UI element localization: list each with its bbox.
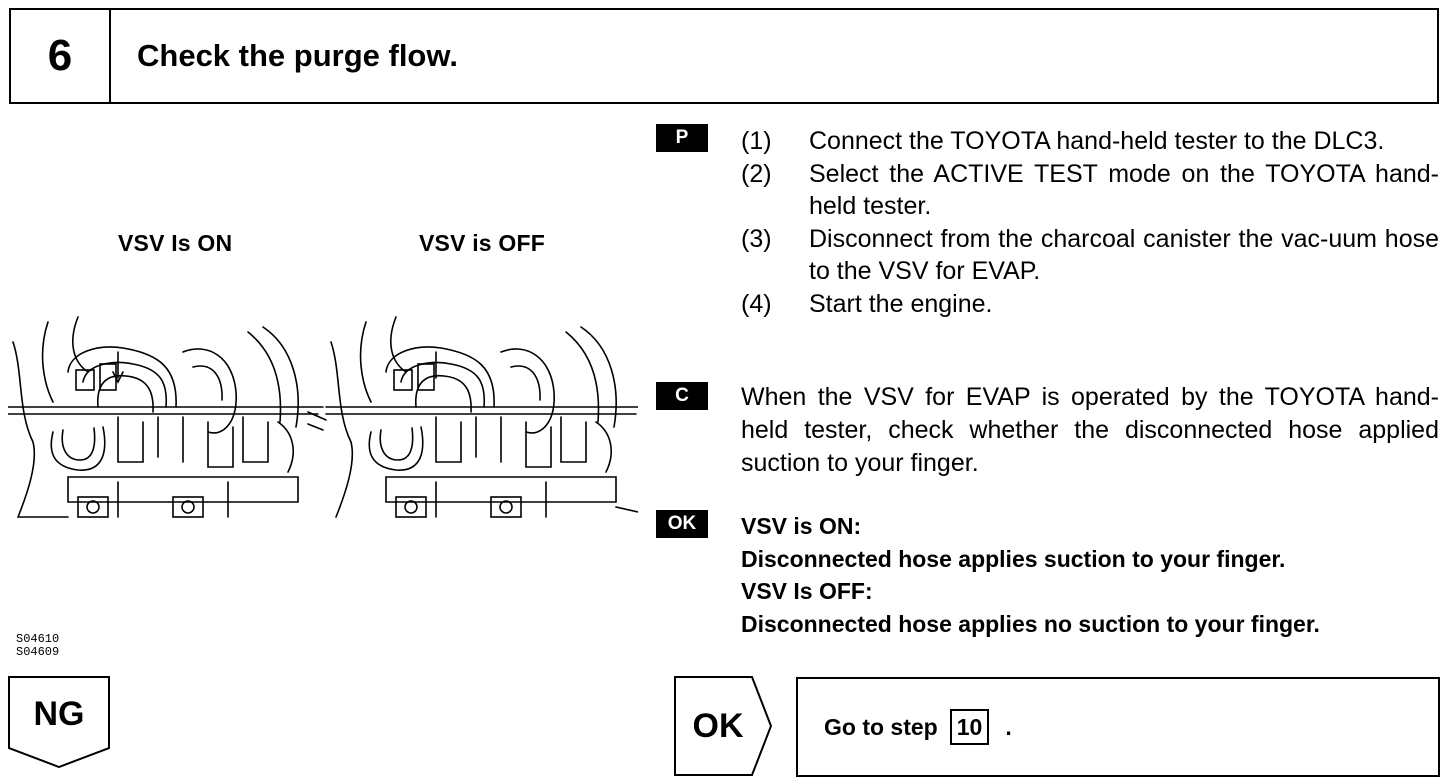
procedure-step-text: Select the ACTIVE TEST mode on the TOYOT… [809,159,1439,221]
engine-illustration [8,316,638,518]
ng-label: NG [33,694,85,733]
ok-arrow-shape [674,676,772,776]
procedure-list: (1) Connect the TOYOTA hand-held tester … [741,125,1439,320]
step-title: Check the purge flow. [137,38,458,73]
procedure-step-number: (1) [741,127,772,155]
figure-code: S04610 [16,632,60,646]
procedure-tag: P [656,124,708,152]
ok-tag: OK [656,510,708,538]
check-instruction: When the VSV for EVAP is operated by the… [741,383,1439,477]
ok-label: OK [692,706,744,745]
engine-drawing-off [325,316,638,518]
ok-criteria-line: Disconnected hose applies suction to you… [741,545,1286,572]
ok-criteria-line: VSV Is OFF: [741,578,873,604]
procedure-step-number: (4) [741,289,772,318]
check-tag: C [656,382,708,410]
ok-criteria: VSV is ON: Disconnected hose applies suc… [741,510,1451,640]
procedure-step: (3) Disconnect from the charcoal caniste… [741,223,1439,288]
figure-code: S04609 [16,645,60,659]
procedure-step-text: Start the engine. [809,289,993,318]
ok-criteria-line: Disconnected hose applies no suction to … [741,610,1320,637]
figure-label-vsv-off: VSV is OFF [419,230,545,256]
procedure-step-number: (3) [741,224,772,253]
ng-arrow-shape [8,676,110,768]
step-header: 6 Check the purge flow. [9,8,1439,104]
procedure-step: (1) Connect the TOYOTA hand-held tester … [741,125,1439,158]
procedure-step: (2) Select the ACTIVE TEST mode on the T… [741,158,1439,223]
goto-suffix: . [1005,713,1012,740]
goto-box: Go to step 10 . [796,677,1440,777]
procedure-step: (4) Start the engine. [741,288,1439,321]
engine-drawing-on [8,316,327,518]
goto-text: Go to step [824,713,938,740]
step-number: 6 [11,10,111,102]
procedure-step-number: (2) [741,159,772,188]
ok-criteria-line: VSV is ON: [741,513,862,539]
figure-codes: S04610 S04609 [16,633,59,659]
figure-label-vsv-on: VSV Is ON [118,230,233,256]
procedure-step-text: Disconnect from the charcoal canister th… [809,224,1439,286]
goto-step-link[interactable]: 10 [949,709,990,745]
procedure-step-text: Connect the TOYOTA hand-held tester to t… [809,127,1385,155]
